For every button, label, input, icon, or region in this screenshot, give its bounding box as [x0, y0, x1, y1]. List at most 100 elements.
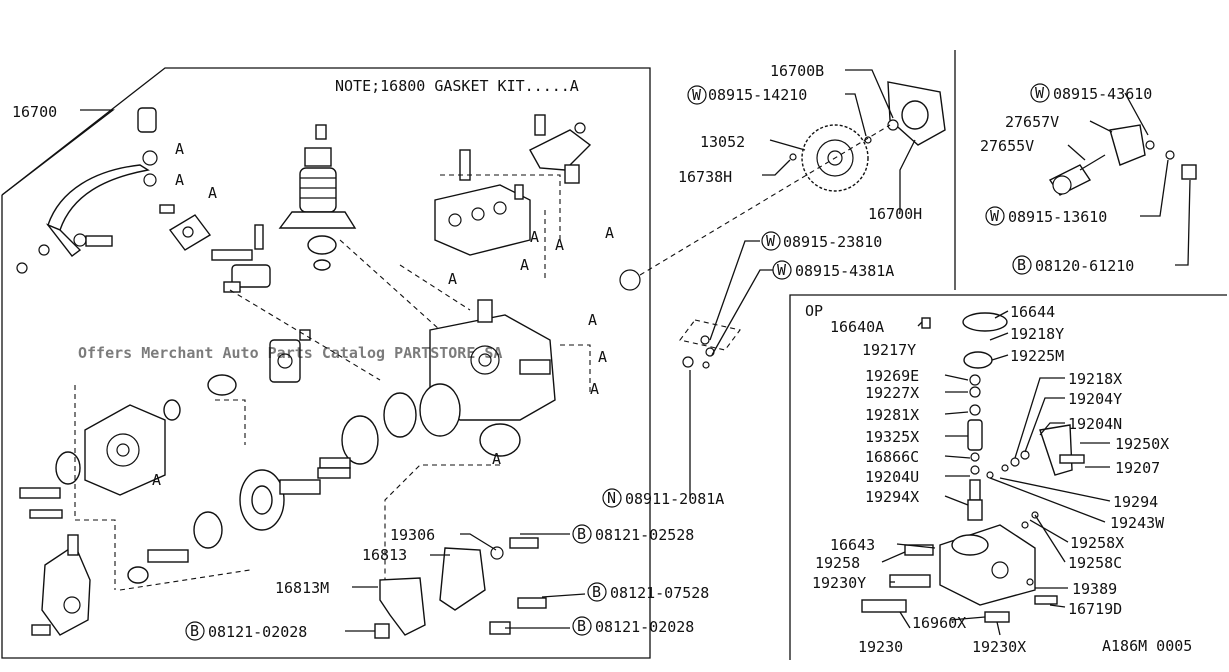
callout-08915-13610: W 08915-13610: [985, 206, 1107, 226]
callout-19258C: 19258C: [1068, 554, 1122, 572]
pipe-line-part: [16, 107, 158, 274]
kit-marker: A: [588, 311, 597, 329]
kit-markers: A A A A A A A A A A A A A: [152, 140, 614, 489]
callout-19269E: 19269E: [865, 367, 919, 385]
callout-19204Y: 19204Y: [1068, 390, 1122, 408]
callout-19227X: 19227X: [865, 384, 919, 402]
callout-08121-07528: B 08121-07528: [587, 582, 709, 602]
callout-08121-02028-left: B 08121-02028: [185, 621, 307, 641]
callout-19294: 19294: [1113, 493, 1158, 511]
cam-plate-parts: [319, 383, 521, 469]
callout-08915-43610: W 08915-43610: [1030, 83, 1152, 103]
kit-marker: A: [520, 256, 529, 274]
kit-marker: A: [530, 228, 539, 246]
svg-text:08915-13610: 08915-13610: [1008, 208, 1107, 226]
callout-19207: 19207: [1115, 459, 1160, 477]
delivery-valve-head: [434, 149, 531, 256]
gasket-kit-note: NOTE;16800 GASKET KIT.....A: [335, 77, 579, 95]
callout-16813M: 16813M: [275, 579, 329, 597]
op-lever-19250X: [986, 424, 1085, 479]
kit-marker: A: [175, 171, 184, 189]
callout-08121-02528: B 08121-02528: [572, 524, 694, 544]
callout-08915-4381A: W 08915-4381A: [772, 260, 894, 280]
callout-08911-2081A: N 08911-2081A: [602, 488, 724, 508]
callout-13052: 13052: [700, 133, 745, 151]
callout-27657V: 27657V: [1005, 113, 1059, 131]
svg-text:W: W: [777, 261, 787, 279]
svg-text:N: N: [607, 489, 616, 507]
callout-08915-14210: W 08915-14210: [687, 85, 807, 105]
sensor-27655V: [1048, 154, 1106, 196]
diagram-code: A186M 0005: [1102, 637, 1192, 655]
callout-16643: 16643: [830, 536, 875, 554]
svg-text:08911-2081A: 08911-2081A: [625, 490, 724, 508]
callout-08121-02028-right: B 08121-02028: [572, 616, 694, 636]
kit-marker: A: [555, 236, 564, 254]
callout-19204N: 19204N: [1068, 415, 1122, 433]
o-rings-mid: [679, 319, 741, 369]
callout-19294X: 19294X: [865, 488, 919, 506]
callout-08120-61210: B 08120-61210: [1012, 255, 1134, 275]
gear-cover-plate: [887, 81, 946, 146]
callout-19218Y: 19218Y: [1010, 325, 1064, 343]
callout-19230X: 19230X: [972, 638, 1026, 656]
callout-19217Y: 19217Y: [862, 341, 916, 359]
op-housing: [861, 511, 1058, 623]
main-guide-lines: [74, 174, 591, 591]
kit-marker: A: [175, 140, 184, 158]
svg-text:08121-02028: 08121-02028: [595, 618, 694, 636]
svg-text:08121-02528: 08121-02528: [595, 526, 694, 544]
kit-marker: A: [598, 348, 607, 366]
callout-19243W: 19243W: [1110, 514, 1165, 532]
svg-text:W: W: [692, 86, 702, 104]
svg-text:W: W: [766, 232, 776, 250]
kit-marker: A: [152, 471, 161, 489]
callout-08915-23810: W 08915-23810: [761, 231, 882, 251]
svg-text:08121-07528: 08121-07528: [610, 584, 709, 602]
fuel-cut-solenoid: [269, 329, 311, 383]
drive-shaft-assembly: [127, 467, 351, 584]
kit-marker: A: [590, 380, 599, 398]
svg-text:B: B: [592, 583, 601, 601]
support-bracket-16813: [439, 537, 547, 635]
svg-text:08121-02028: 08121-02028: [208, 623, 307, 641]
injection-pump-body: [429, 299, 556, 421]
callout-19258: 19258: [815, 554, 860, 572]
svg-text:08120-61210: 08120-61210: [1035, 257, 1134, 275]
feed-pump-cover: [19, 374, 237, 519]
callout-19250X: 19250X: [1115, 435, 1169, 453]
callout-19204U: 19204U: [865, 468, 919, 486]
leader-lines: [1, 69, 1191, 636]
callout-19389: 19389: [1072, 580, 1117, 598]
kit-marker: A: [448, 270, 457, 288]
support-bracket-16813M: [374, 577, 426, 639]
callout-16813: 16813: [362, 546, 407, 564]
lever-top-part: [529, 114, 592, 184]
callout-16700: 16700: [12, 103, 57, 121]
callout-19306: 19306: [390, 526, 435, 544]
svg-text:B: B: [1017, 256, 1026, 274]
callout-19218X: 19218X: [1068, 370, 1122, 388]
bracket-part: [159, 204, 271, 293]
svg-text:08915-23810: 08915-23810: [783, 233, 882, 251]
svg-text:08915-43610: 08915-43610: [1053, 85, 1152, 103]
callout-19281X: 19281X: [865, 406, 919, 424]
callout-16700B: 16700B: [770, 62, 824, 80]
callout-16640A: 16640A: [830, 318, 884, 336]
callout-16644: 16644: [1010, 303, 1055, 321]
callout-19230: 19230: [858, 638, 903, 656]
callout-16700H: 16700H: [868, 205, 922, 223]
svg-text:08915-14210: 08915-14210: [708, 86, 807, 104]
main-frame: [1, 67, 651, 659]
callout-16866C: 16866C: [865, 448, 919, 466]
svg-text:W: W: [990, 207, 1000, 225]
callout-16719D: 16719D: [1068, 600, 1122, 618]
op-spring-stack: [967, 374, 983, 521]
callout-19230Y: 19230Y: [812, 574, 866, 592]
washer-icon: [887, 119, 899, 131]
gear-guide-line: [639, 124, 891, 276]
svg-text:B: B: [577, 525, 586, 543]
callout-16738H: 16738H: [678, 168, 732, 186]
callout-19258X: 19258X: [1070, 534, 1124, 552]
